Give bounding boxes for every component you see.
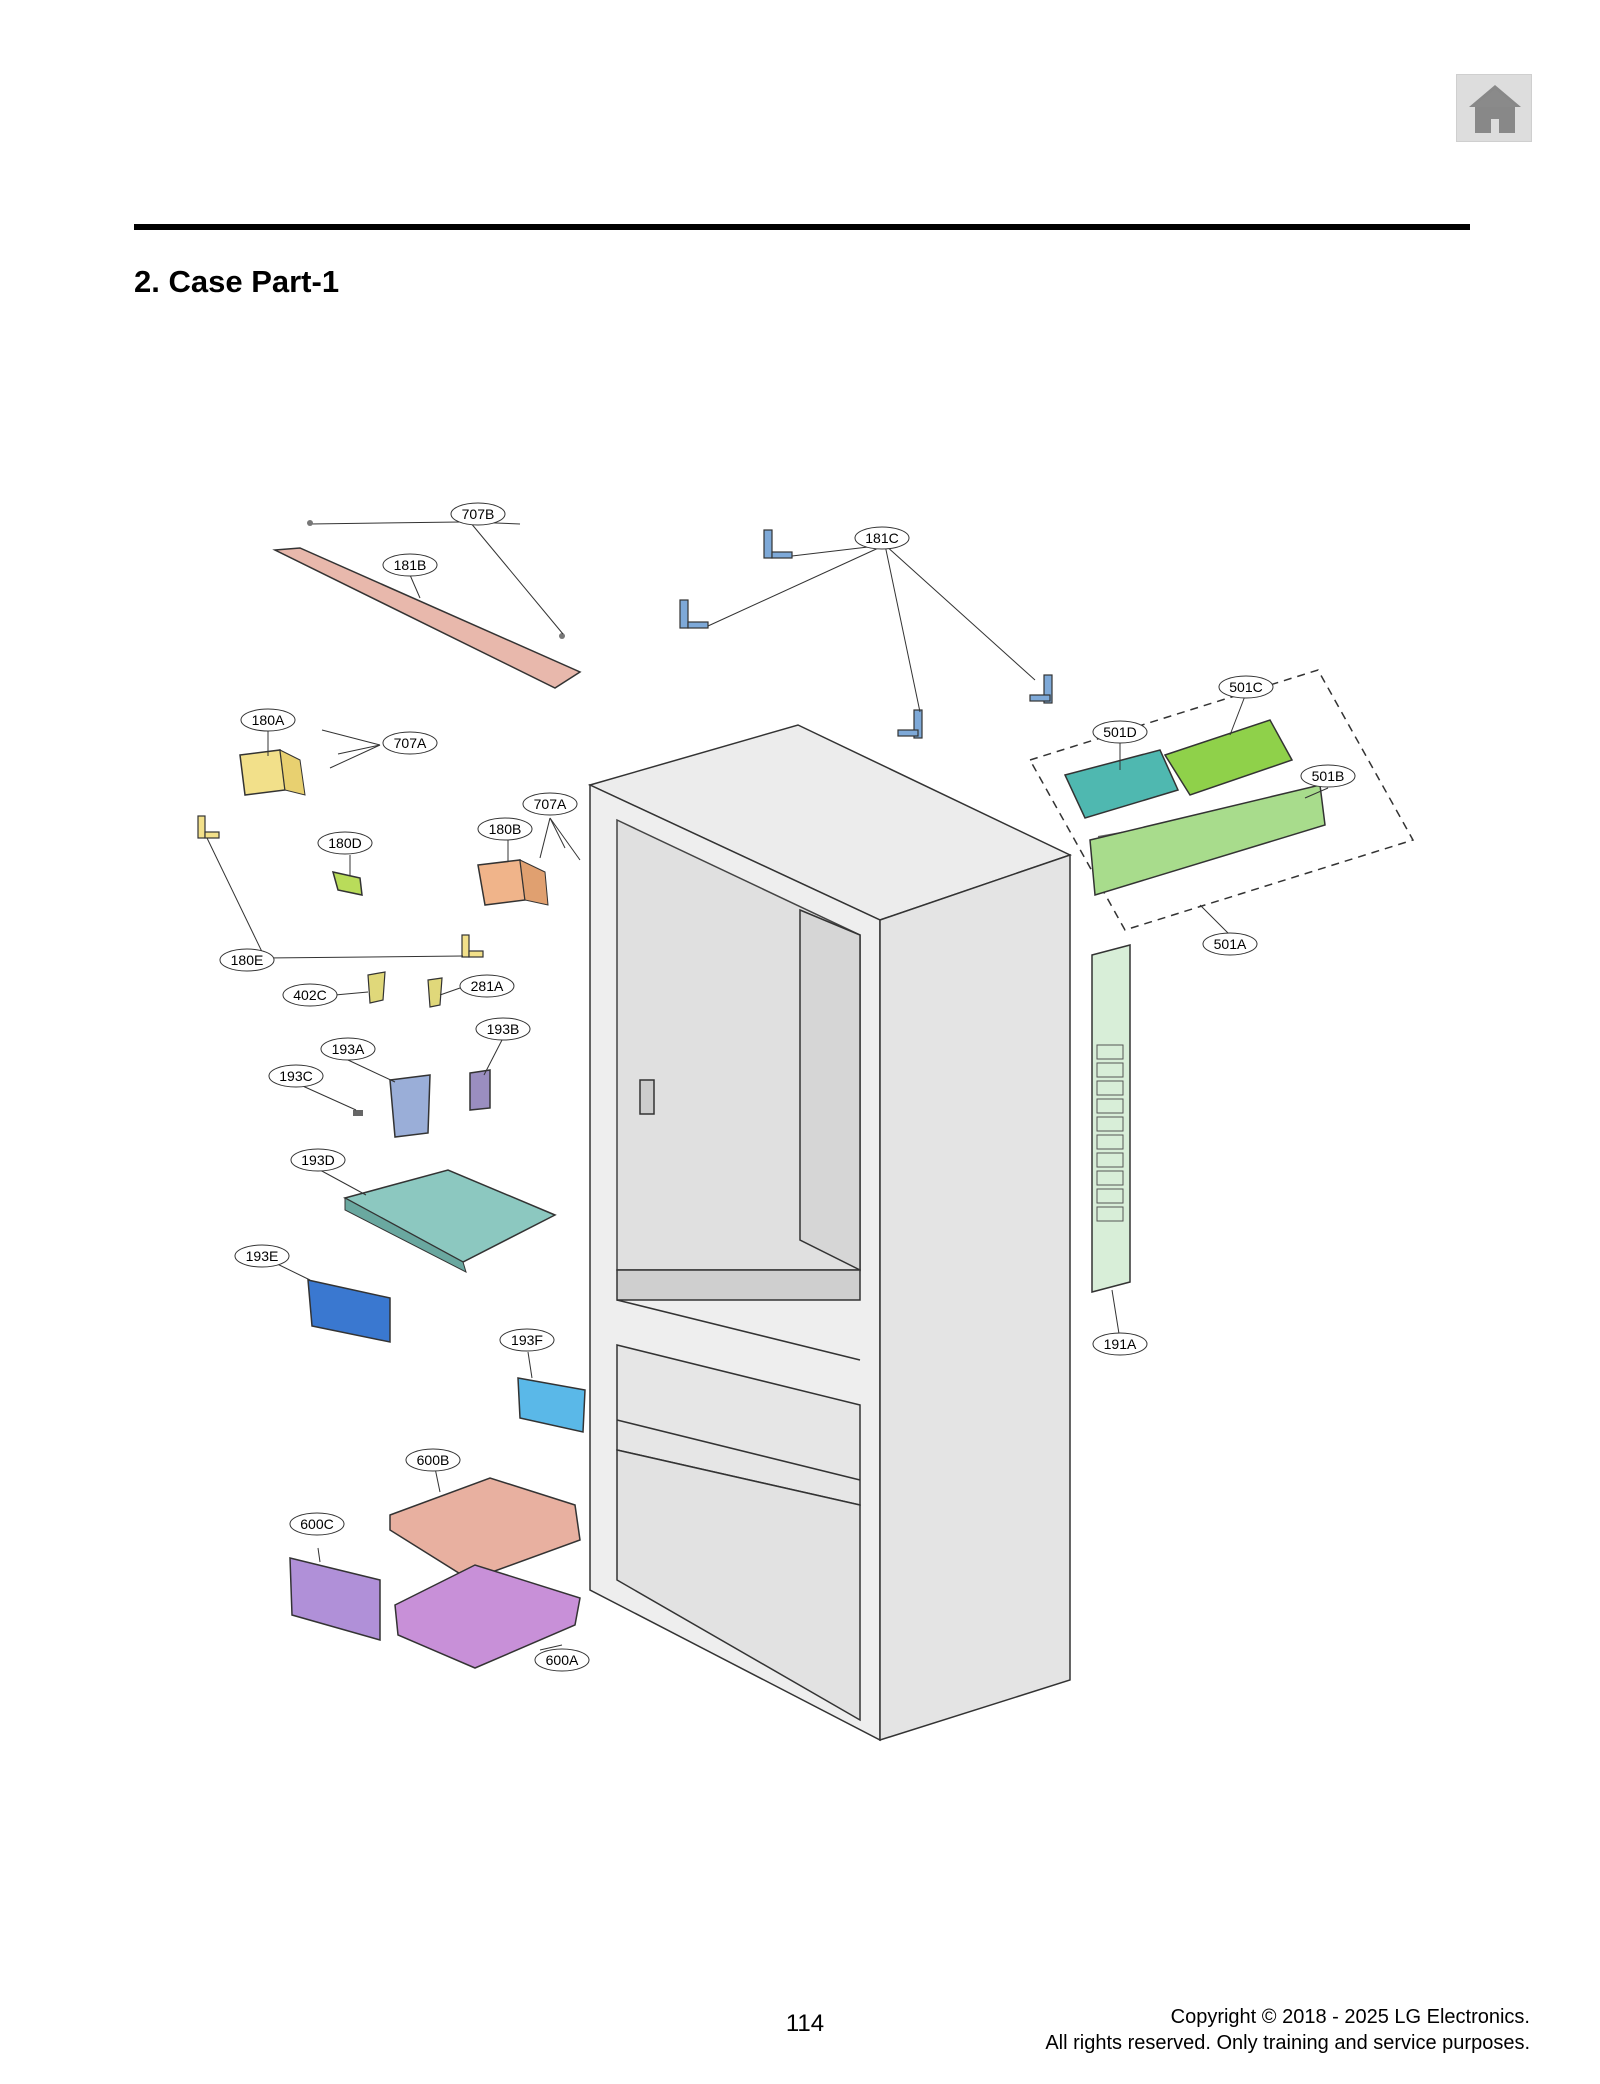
copyright-notice: Copyright © 2018 - 2025 LG Electronics. … xyxy=(1045,2004,1530,2056)
part-193F-cover xyxy=(517,1377,586,1433)
callout: 501D xyxy=(1092,720,1148,744)
svg-text:501A: 501A xyxy=(1214,936,1247,952)
svg-text:180B: 180B xyxy=(489,821,522,837)
callout: 193C xyxy=(268,1064,324,1088)
callout: 600A xyxy=(534,1648,590,1672)
pcb-assembly xyxy=(1028,669,1415,931)
callout: 600C xyxy=(289,1512,345,1536)
part-181B-top-rail xyxy=(272,520,582,689)
callout: 707A xyxy=(522,792,578,816)
callout: 501B xyxy=(1300,764,1356,788)
callout: 180D xyxy=(317,831,373,855)
callout: 181C xyxy=(854,526,910,550)
svg-text:191A: 191A xyxy=(1104,1336,1137,1352)
callout: 193F xyxy=(499,1328,555,1352)
svg-text:600C: 600C xyxy=(300,1516,333,1532)
callout: 180E xyxy=(219,948,275,972)
callout: 193A xyxy=(320,1037,376,1061)
leader-lines xyxy=(206,521,1329,1651)
svg-text:193D: 193D xyxy=(301,1152,334,1168)
page-number: 114 xyxy=(785,2010,825,2037)
svg-text:501C: 501C xyxy=(1229,679,1262,695)
svg-text:501D: 501D xyxy=(1103,724,1136,740)
svg-text:180D: 180D xyxy=(328,835,361,851)
copyright-line-2: All rights reserved. Only training and s… xyxy=(1045,2032,1530,2054)
callout: 707A xyxy=(382,731,438,755)
svg-text:707A: 707A xyxy=(534,796,567,812)
callout: 193B xyxy=(475,1017,531,1041)
part-180D-clip xyxy=(331,870,363,896)
svg-text:180E: 180E xyxy=(231,952,264,968)
callout: 281A xyxy=(459,974,515,998)
callout: 707B xyxy=(450,502,506,526)
svg-text:181C: 181C xyxy=(865,530,898,546)
header-rule xyxy=(134,224,1470,230)
home-icon xyxy=(1469,85,1521,133)
svg-text:180A: 180A xyxy=(252,712,285,728)
part-193C-screw xyxy=(353,1110,363,1116)
svg-text:193E: 193E xyxy=(246,1248,279,1264)
part-180B-bracket xyxy=(477,859,549,906)
svg-text:402C: 402C xyxy=(293,987,326,1003)
svg-text:193C: 193C xyxy=(279,1068,312,1084)
callout: 180B xyxy=(477,817,533,841)
part-181C-brackets xyxy=(679,529,1053,739)
part-600B-cover xyxy=(389,1477,581,1581)
svg-text:600A: 600A xyxy=(546,1652,579,1668)
refrigerator-cabinet xyxy=(587,724,1143,1742)
svg-text:501B: 501B xyxy=(1312,768,1345,784)
callout: 191A xyxy=(1092,1332,1148,1356)
part-193D-tray xyxy=(342,1169,557,1273)
part-402C xyxy=(367,971,386,1004)
part-193A-duct xyxy=(389,1074,431,1138)
part-191A-panel xyxy=(1091,944,1131,1293)
section-title: 2. Case Part-1 xyxy=(134,264,340,299)
part-281A xyxy=(427,977,443,1008)
part-600A-tray xyxy=(394,1564,581,1669)
svg-text:707B: 707B xyxy=(462,506,495,522)
callout: 402C xyxy=(282,983,338,1007)
svg-text:600B: 600B xyxy=(417,1452,450,1468)
callout: 600B xyxy=(405,1448,461,1472)
svg-text:181B: 181B xyxy=(394,557,427,573)
svg-text:193A: 193A xyxy=(332,1041,365,1057)
part-180A-bracket xyxy=(239,749,306,796)
part-600C-cover xyxy=(289,1557,381,1641)
callout: 501A xyxy=(1202,932,1258,956)
home-button[interactable] xyxy=(1456,74,1532,142)
callout: 193D xyxy=(290,1148,346,1172)
copyright-line-1: Copyright © 2018 - 2025 LG Electronics. xyxy=(1170,2006,1530,2028)
callout: 193E xyxy=(234,1244,290,1268)
svg-text:281A: 281A xyxy=(471,978,504,994)
part-193B-cover xyxy=(469,1069,491,1111)
callout: 181B xyxy=(382,553,438,577)
svg-text:707A: 707A xyxy=(394,735,427,751)
callout: 501C xyxy=(1218,675,1274,699)
svg-text:193B: 193B xyxy=(487,1021,520,1037)
callout: 180A xyxy=(240,708,296,732)
svg-text:193F: 193F xyxy=(511,1332,543,1348)
part-193E-cover xyxy=(307,1279,391,1343)
part-180E-brackets xyxy=(197,815,484,958)
